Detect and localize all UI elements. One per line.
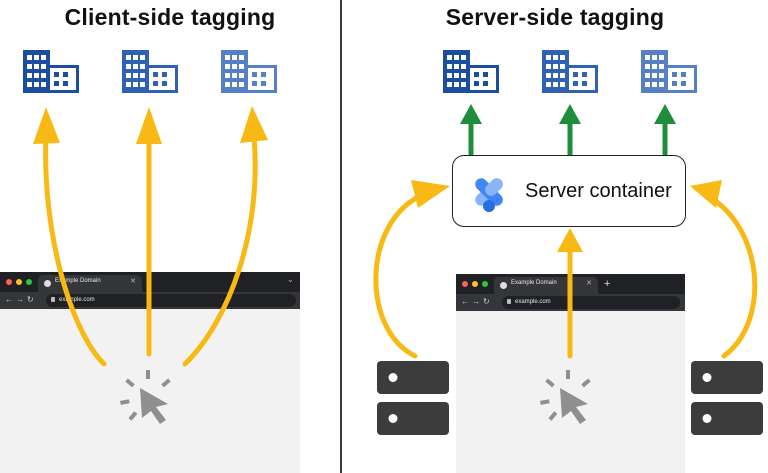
server-container-box: Server container bbox=[452, 155, 686, 227]
server-rack-icon bbox=[377, 361, 449, 435]
close-window-dot[interactable] bbox=[6, 279, 12, 285]
url-field[interactable]: example.com bbox=[46, 294, 296, 307]
tag-manager-icon bbox=[475, 178, 503, 212]
arrowhead-icon bbox=[559, 104, 581, 124]
arrowhead-icon bbox=[654, 104, 676, 124]
lock-icon bbox=[51, 297, 55, 302]
browser-nav-icons[interactable]: ←→↻ bbox=[461, 297, 493, 306]
server-diagram-graphics bbox=[373, 50, 763, 435]
click-cursor-icon bbox=[540, 370, 591, 424]
close-tab-icon[interactable]: ✕ bbox=[130, 278, 136, 285]
minimize-window-dot[interactable] bbox=[16, 279, 22, 285]
arrowhead-icon bbox=[33, 107, 60, 144]
browser-nav-icons[interactable]: ←→↻ bbox=[5, 295, 37, 304]
panel-divider bbox=[340, 0, 342, 473]
destination-building-icon bbox=[122, 50, 178, 93]
lock-icon bbox=[507, 299, 511, 304]
destination-building-icon bbox=[641, 50, 697, 93]
arrowhead-icon bbox=[460, 104, 482, 124]
url-text: example.com bbox=[59, 297, 95, 303]
client-diagram-graphics bbox=[23, 50, 277, 424]
close-tab-icon[interactable]: ✕ bbox=[586, 280, 592, 287]
globe-icon bbox=[500, 282, 507, 289]
close-window-dot[interactable] bbox=[462, 281, 468, 287]
maximize-window-dot[interactable] bbox=[26, 279, 32, 285]
destination-building-icon bbox=[23, 50, 79, 93]
server-side-panel: Server-side tagging Example Domain ✕ + ←… bbox=[342, 0, 768, 473]
destination-building-icon bbox=[443, 50, 499, 93]
arrowhead-icon bbox=[136, 107, 162, 144]
arrowhead-icon bbox=[240, 106, 268, 143]
arrow-curved-icon bbox=[373, 193, 423, 359]
arrowhead-icon bbox=[411, 180, 450, 208]
server-rack-icon bbox=[691, 361, 763, 435]
arrowhead-icon bbox=[557, 228, 583, 252]
click-cursor-icon bbox=[120, 370, 171, 424]
tab-title: Example Domain bbox=[55, 278, 101, 284]
arrow-up-icon bbox=[43, 133, 107, 367]
destination-building-icon bbox=[221, 50, 277, 93]
url-field[interactable]: example.com bbox=[502, 296, 680, 309]
client-side-panel: Client-side tagging Example Domain ✕ ⌄ ←… bbox=[0, 0, 340, 473]
globe-icon bbox=[44, 280, 51, 287]
server-container-label: Server container bbox=[525, 180, 672, 202]
url-text: example.com bbox=[515, 299, 551, 305]
arrowhead-icon bbox=[690, 180, 722, 208]
arrow-up-icon bbox=[182, 133, 258, 367]
minimize-window-dot[interactable] bbox=[472, 281, 478, 287]
tab-title: Example Domain bbox=[511, 280, 557, 286]
new-tab-icon[interactable]: + bbox=[604, 278, 611, 290]
server-side-title: Server-side tagging bbox=[445, 4, 665, 30]
destination-building-icon bbox=[542, 50, 598, 93]
arrow-curved-icon bbox=[704, 193, 758, 359]
tab-list-chevron-icon[interactable]: ⌄ bbox=[287, 275, 294, 284]
client-side-title: Client-side tagging bbox=[64, 4, 276, 30]
maximize-window-dot[interactable] bbox=[482, 281, 488, 287]
